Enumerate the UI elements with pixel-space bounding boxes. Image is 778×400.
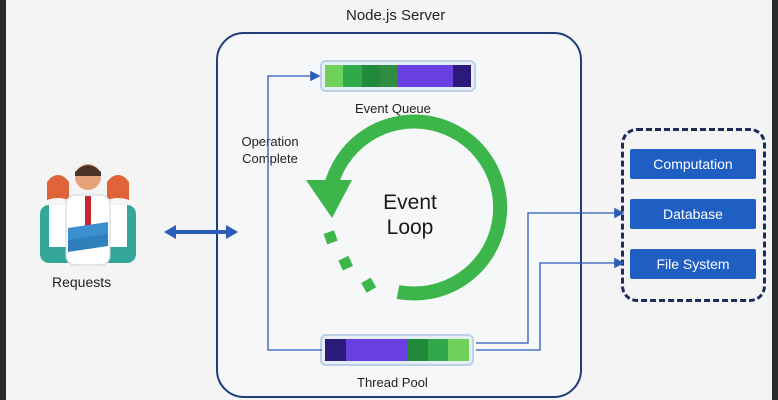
left-edge-band (0, 0, 6, 400)
server-title: Node.js Server (346, 7, 446, 24)
queue-segment (379, 65, 398, 87)
queue-segment (345, 339, 367, 361)
queue-segment (361, 65, 380, 87)
people-group-icon (40, 164, 136, 266)
queue-segment (386, 339, 408, 361)
operation-complete-arrow (267, 70, 322, 351)
right-edge-band (772, 0, 778, 400)
thread-pool-label: Thread Pool (357, 375, 428, 390)
file-system-service: File System (630, 249, 756, 279)
queue-segment (452, 65, 471, 87)
requests-server-double-arrow (164, 225, 238, 239)
operation-complete-label: Operation Complete (238, 133, 302, 167)
thread-pool-to-filesystem-line (476, 257, 625, 351)
event-queue-bar (320, 60, 476, 92)
computation-service: Computation (630, 149, 756, 179)
operation-complete-line2: Complete (242, 151, 298, 166)
database-service: Database (630, 199, 756, 229)
requests-label: Requests (52, 274, 112, 290)
queue-segment (343, 65, 362, 87)
queue-segment (427, 339, 449, 361)
event-queue-label: Event Queue (355, 101, 431, 116)
queue-segment (407, 339, 428, 361)
event-loop-label: Event Loop (370, 190, 450, 240)
thread-pool-bar (320, 334, 474, 366)
queue-segment (398, 65, 417, 87)
event-loop-arrowhead (306, 180, 352, 218)
queue-segment (325, 65, 344, 87)
queue-segment (434, 65, 453, 87)
event-loop-ring (306, 114, 508, 301)
event-loop-line2: Loop (386, 216, 434, 239)
queue-segment (366, 339, 387, 361)
event-loop-line1: Event (383, 191, 437, 214)
queue-segment (416, 65, 435, 87)
thread-pool-to-database-line (476, 207, 625, 344)
queue-segment (448, 339, 470, 361)
operation-complete-line1: Operation (241, 134, 299, 149)
queue-segment (325, 339, 346, 361)
